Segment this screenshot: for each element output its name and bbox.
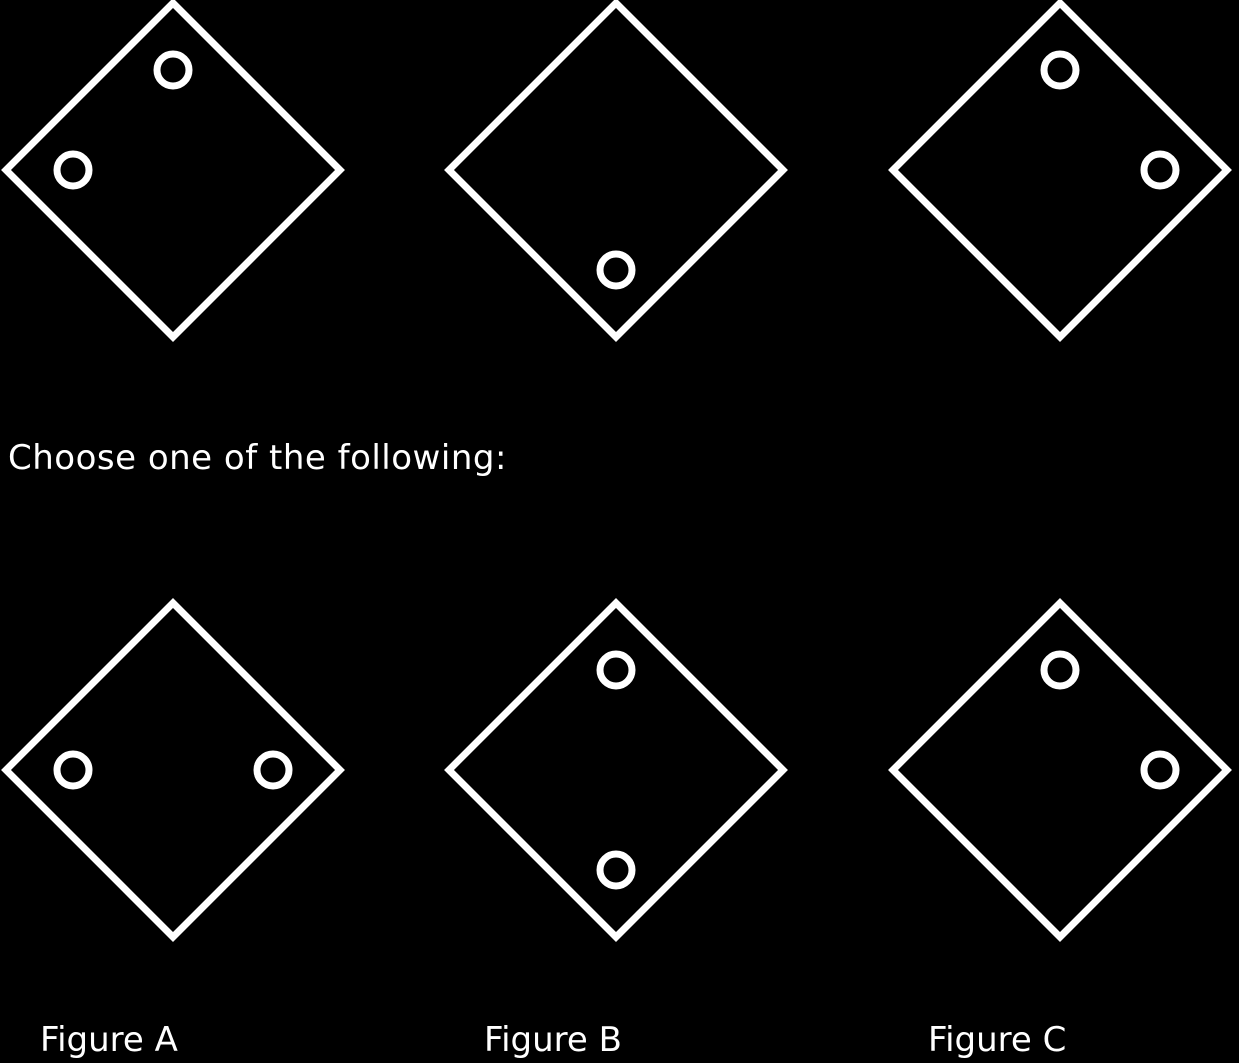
option-c-figure[interactable] — [888, 598, 1232, 942]
sequence-1-circle-top — [153, 50, 193, 90]
option-b-circle-top — [596, 650, 636, 690]
prompt-text: Choose one of the following: — [8, 438, 507, 478]
option-a-diamond — [1, 598, 345, 942]
option-a-label: Figure A — [40, 1020, 178, 1060]
option-a-figure[interactable] — [1, 598, 345, 942]
option-c-circle-right — [1140, 750, 1180, 790]
sequence-3-figure — [888, 0, 1232, 342]
sequence-3-circle-top — [1040, 50, 1080, 90]
sequence-3-circle-right — [1140, 150, 1180, 190]
option-b-label: Figure B — [484, 1020, 622, 1060]
sequence-1-figure — [1, 0, 345, 342]
sequence-2-figure — [444, 0, 788, 342]
figures-layer — [1, 0, 1232, 942]
option-a-circle-right — [253, 750, 293, 790]
sequence-2-diamond — [444, 0, 788, 342]
option-a-circle-left — [53, 750, 93, 790]
sequence-2-circle-bottom — [596, 250, 636, 290]
sequence-3-diamond — [888, 0, 1232, 342]
option-c-circle-top — [1040, 650, 1080, 690]
option-b-diamond — [444, 598, 788, 942]
sequence-1-diamond — [1, 0, 345, 342]
option-c-diamond — [888, 598, 1232, 942]
option-b-circle-bottom — [596, 850, 636, 890]
option-b-figure[interactable] — [444, 598, 788, 942]
sequence-1-circle-left — [53, 150, 93, 190]
option-c-label: Figure C — [928, 1020, 1067, 1060]
